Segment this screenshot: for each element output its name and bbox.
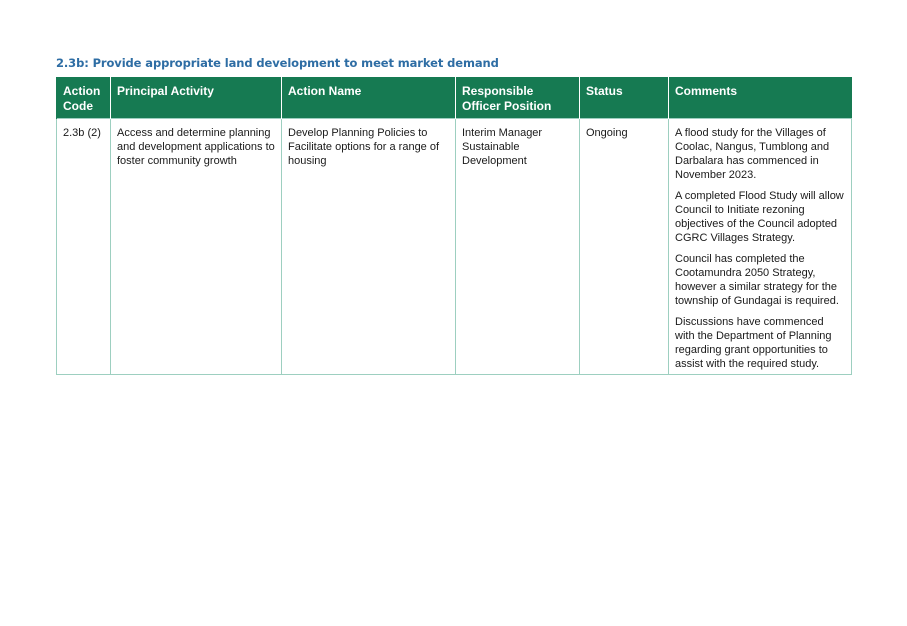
header-action-code: Action Code xyxy=(56,77,111,119)
cell-responsible-officer: Interim Manager Sustainable Development xyxy=(455,118,580,375)
header-responsible-officer: Responsible Officer Position xyxy=(455,77,580,119)
cell-principal-activity: Access and determine planning and develo… xyxy=(110,118,282,375)
table-header-row: Action Code Principal Activity Action Na… xyxy=(56,77,852,119)
header-status: Status xyxy=(579,77,669,119)
header-principal-activity: Principal Activity xyxy=(110,77,282,119)
comment-paragraph: A flood study for the Villages of Coolac… xyxy=(675,127,830,181)
cell-action-code: 2.3b (2) xyxy=(56,118,111,375)
header-action-name: Action Name xyxy=(281,77,456,119)
section-heading: 2.3b: Provide appropriate land developme… xyxy=(56,56,499,70)
comment-paragraph: A completed Flood Study will allow Counc… xyxy=(675,190,844,244)
table-row: 2.3b (2) Access and determine planning a… xyxy=(56,118,852,375)
comment-paragraph: Discussions have commenced with the Depa… xyxy=(675,316,832,370)
comment-paragraph: Council has completed the Cootamundra 20… xyxy=(675,253,839,307)
cell-action-name: Develop Planning Policies to Facilitate … xyxy=(281,118,456,375)
header-comments: Comments xyxy=(668,77,852,119)
cell-comments: A flood study for the Villages of Coolac… xyxy=(668,118,852,375)
action-plan-table: Action Code Principal Activity Action Na… xyxy=(56,77,852,375)
cell-status: Ongoing xyxy=(579,118,669,375)
